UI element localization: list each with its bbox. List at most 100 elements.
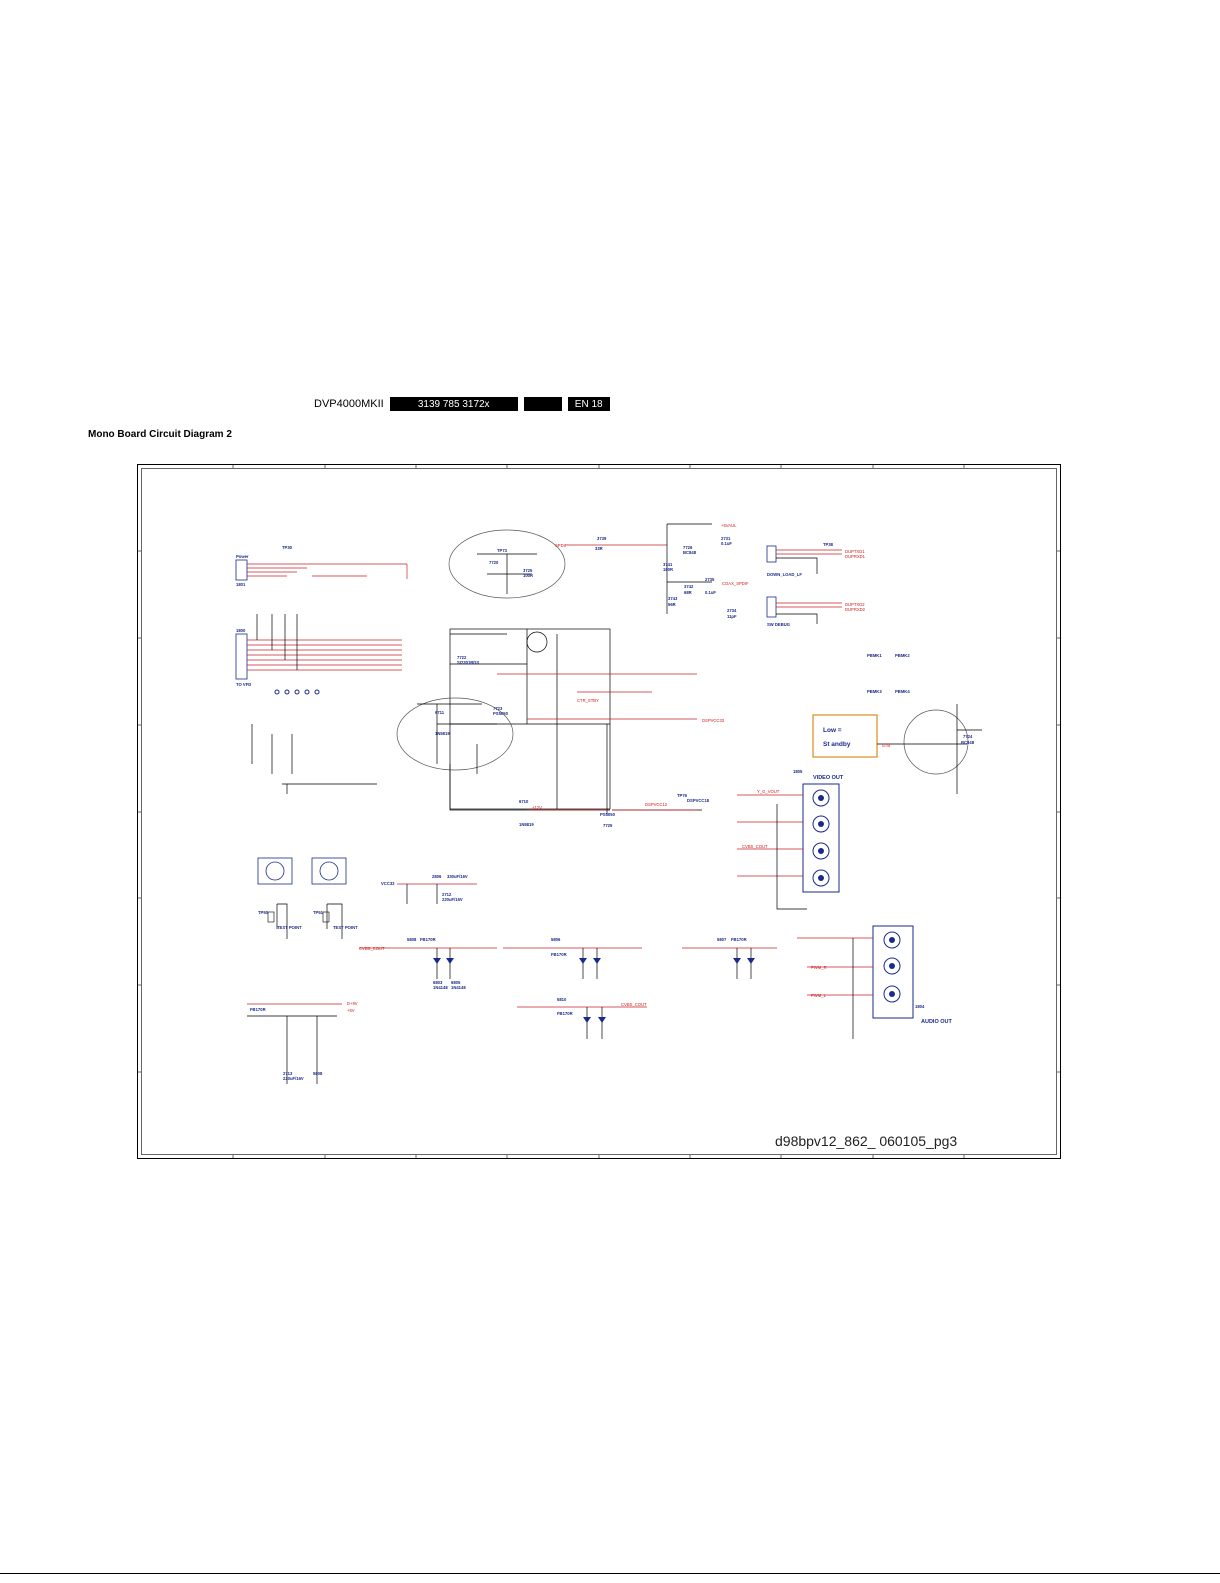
connector-1805: 1805 [793, 769, 803, 774]
net-vcc33: VCC33 [381, 881, 395, 886]
pbmk2: PBMK2 [895, 653, 910, 658]
net-duprxd1: DUPRXD1 [845, 554, 866, 559]
ferrite-5810-value: FB170R [557, 1011, 573, 1016]
test-point-blocks: TEST POINT TEST POINT TP50 TP51 [258, 903, 358, 939]
diode-6710-value: 1N5819 [519, 822, 534, 827]
transistor-7725-value: PS5050 [600, 812, 616, 817]
power-label: Power [236, 554, 249, 559]
video-out-connector: VIDEO OUT 1805 Y_G_VOUT CVBS_COUT [737, 769, 844, 910]
cap-2806: 2712 [442, 892, 452, 897]
cap-2712: 2713 [283, 1071, 293, 1076]
net-d9v: D+9V [347, 1001, 358, 1006]
transistor-7723-value: PS5050 [493, 711, 509, 716]
ferrite-5808: 5808 [407, 937, 417, 942]
page-title: Mono Board Circuit Diagram 2 [88, 429, 232, 440]
cap-2735: 2735 [705, 577, 715, 582]
ferrite-5808-value: FB170R [420, 937, 436, 942]
vfd-test-points [274, 689, 320, 695]
bottom-power-filter: FB170R D+9V +5V 2713 220uF/16V 5808 [247, 1001, 358, 1084]
cap-2712-value: 220uF/16V [283, 1076, 304, 1081]
transistor-7726-value: BC848 [683, 550, 697, 555]
cap-2728: 3725 [523, 568, 533, 573]
schematic-frame: Power 1801 TP30 TO VFD 1800 TP73 7720 37… [137, 464, 1061, 1159]
net-cvbs-o-vout: CVBS_COUT [742, 844, 768, 849]
cap-2731: 2731 [721, 536, 731, 541]
vfd-connector: TO VFD 1800 [235, 614, 402, 794]
diode-6710: 6710 [519, 799, 529, 804]
ferrite-5810: 5810 [557, 997, 567, 1002]
down-load-label: DOWN_LOAD_LF [767, 572, 802, 577]
audio-out-label: AUDIO OUT [921, 1019, 953, 1025]
cap-2713: 5808 [313, 1071, 323, 1076]
res-3743: 3743 [668, 596, 678, 601]
connector-1800: 1800 [236, 628, 246, 633]
test-point-2-label: TEST POINT [333, 925, 358, 930]
transistor-7724-value: BC848 [961, 740, 975, 745]
cap-2806-value: 220uF/16V [442, 897, 463, 902]
schematic-diagram: Power 1801 TP30 TO VFD 1800 TP73 7720 37… [137, 464, 1061, 1159]
transistor-7725: 7725 [603, 823, 613, 828]
footer-rule [0, 1573, 1220, 1574]
net-spdif: SPDIF [555, 543, 568, 548]
net-ctr-stby: CTR_STBY [577, 698, 599, 703]
diode-circle: 6711 1N5819 [396, 697, 514, 774]
standby-transistor: STB 7724 BC848 [877, 704, 982, 794]
model-name: DVP4000MKII [314, 398, 384, 410]
ferrite-5806-value: FB170R [551, 952, 567, 957]
net-dspvcc33: DSPVCC33 [702, 718, 725, 723]
res-3741-value: 180R [663, 567, 673, 572]
transistor-7726: 7726 [683, 545, 693, 550]
res-3741: 3741 [663, 562, 673, 567]
download-connector: DOWN_LOAD_LF SW DEBUG DUPTXD1 DUPRXD1 DU… [766, 542, 866, 627]
net-pwm-l: PWM_L [811, 993, 827, 998]
video-out-label: VIDEO OUT [813, 775, 844, 781]
res-3742: 3742 [684, 584, 694, 589]
net-dspvcc12: DSPVCC12 [645, 802, 668, 807]
ferrite-5809-value: FB170R [250, 1007, 266, 1012]
net-12v: +12V [532, 805, 542, 810]
net-5vaul: +5VAUL [721, 523, 737, 528]
tp73-label: TP73 [497, 548, 508, 553]
connector-1804: 1804 [915, 1004, 925, 1009]
res-3739: 3739 [597, 536, 607, 541]
part-number: 3139 785 3172x [389, 397, 518, 411]
lower-power-block: 6710 1N5819 +12V PS5050 7725 DSPVCC12 DS… [449, 724, 710, 828]
diode-6803-value: 1N4148 [433, 985, 448, 990]
net-y-r-vout: Y_G_VOUT [757, 789, 780, 794]
to-vfd-label: TO VFD [236, 682, 251, 687]
zone-ticks [137, 464, 1061, 1159]
main-power-block: 7722 SI2301BDS CTR_STBY DSPVCC33 7723 PS… [449, 628, 725, 810]
res-3742-value: 68R [684, 590, 692, 595]
cap-2728-value: 100R [523, 573, 533, 578]
net-pwm-r: PWM_R [811, 965, 827, 970]
pbmk1: PBMK1 [867, 653, 882, 658]
diode-6805: 6805 [451, 980, 461, 985]
regulator-circle: TP73 7720 3725 100R [448, 529, 566, 599]
diode-6803: 6803 [433, 980, 443, 985]
outer-border [137, 464, 1061, 1159]
net-dspvcc18: DSPVCC18 [687, 798, 710, 803]
test-point-1-label: TEST POINT [277, 925, 302, 930]
net-5v: +5V [347, 1008, 355, 1013]
video-filters: CVBS_COUT 5808 FB170R 5806 FB170R 5807 F… [359, 937, 777, 1039]
net-duptxd2: DUPTXD2 [845, 602, 865, 607]
power-connector: Power 1801 TP30 [235, 545, 408, 587]
net-cvbs-cout: CVBS_COUT [359, 946, 385, 951]
transistor-7723: 7723 [493, 706, 503, 711]
tp38-label: TP38 [823, 542, 834, 547]
tp76-label: TP76 [677, 793, 688, 798]
cap-2735-value: 0.1uF [705, 590, 716, 595]
net-duprxd2: DUPRXD2 [845, 607, 866, 612]
blank-block [523, 397, 562, 411]
vcc33-filter: VCC33 2806 330uF/16V 2712 220uF/16V [381, 874, 477, 904]
page-number: EN 18 [567, 397, 610, 411]
tp51-label: TP51 [313, 910, 324, 915]
res-3743-value: 56R [668, 602, 676, 607]
pbmk4: PBMK4 [895, 689, 910, 694]
transistor-7722: 7722 [457, 655, 467, 660]
cap-2731-value: 0.1uF [721, 541, 732, 546]
net-c-b-u-out: CVBS_COUT [621, 1002, 647, 1007]
audio-out-connector: AUDIO OUT 1804 PWM_R PWM_L [797, 925, 953, 1039]
drawing-code: d98bpv12_862_ 060105_pg3 [775, 1133, 957, 1149]
ferrite-5806: 5806 [551, 937, 561, 942]
